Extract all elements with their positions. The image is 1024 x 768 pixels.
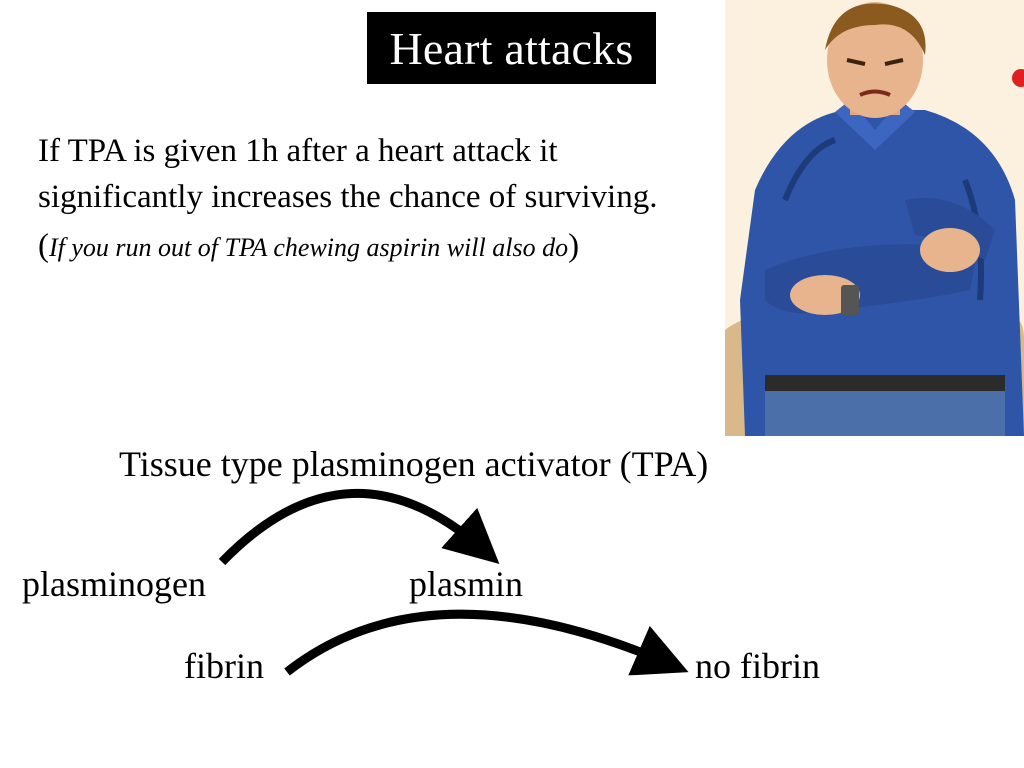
note-open-paren: ( <box>38 228 49 264</box>
fibrinolysis-arrow <box>284 609 689 676</box>
tpa-statement: If TPA is given 1h after a heart attack … <box>38 133 658 215</box>
note-close-paren: ) <box>568 228 580 264</box>
aspirin-note: (If you run out of TPA chewing aspirin w… <box>38 220 728 274</box>
heart-attack-illustration <box>725 0 1024 436</box>
aspirin-note-text: If you run out of TPA chewing aspirin wi… <box>49 233 569 262</box>
plasminogen-label: plasminogen <box>22 564 206 604</box>
plasmin-label: plasmin <box>409 564 523 604</box>
tpa-enzyme-label: Tissue type plasminogen activator (TPA) <box>119 444 709 484</box>
fibrin-label: fibrin <box>184 646 264 686</box>
no-fibrin-label: no fibrin <box>695 646 820 686</box>
activation-arrow <box>218 488 500 566</box>
body-text: If TPA is given 1h after a heart attack … <box>38 128 728 274</box>
slide-title: Heart attacks <box>367 12 656 84</box>
slide-title-text: Heart attacks <box>389 22 634 74</box>
